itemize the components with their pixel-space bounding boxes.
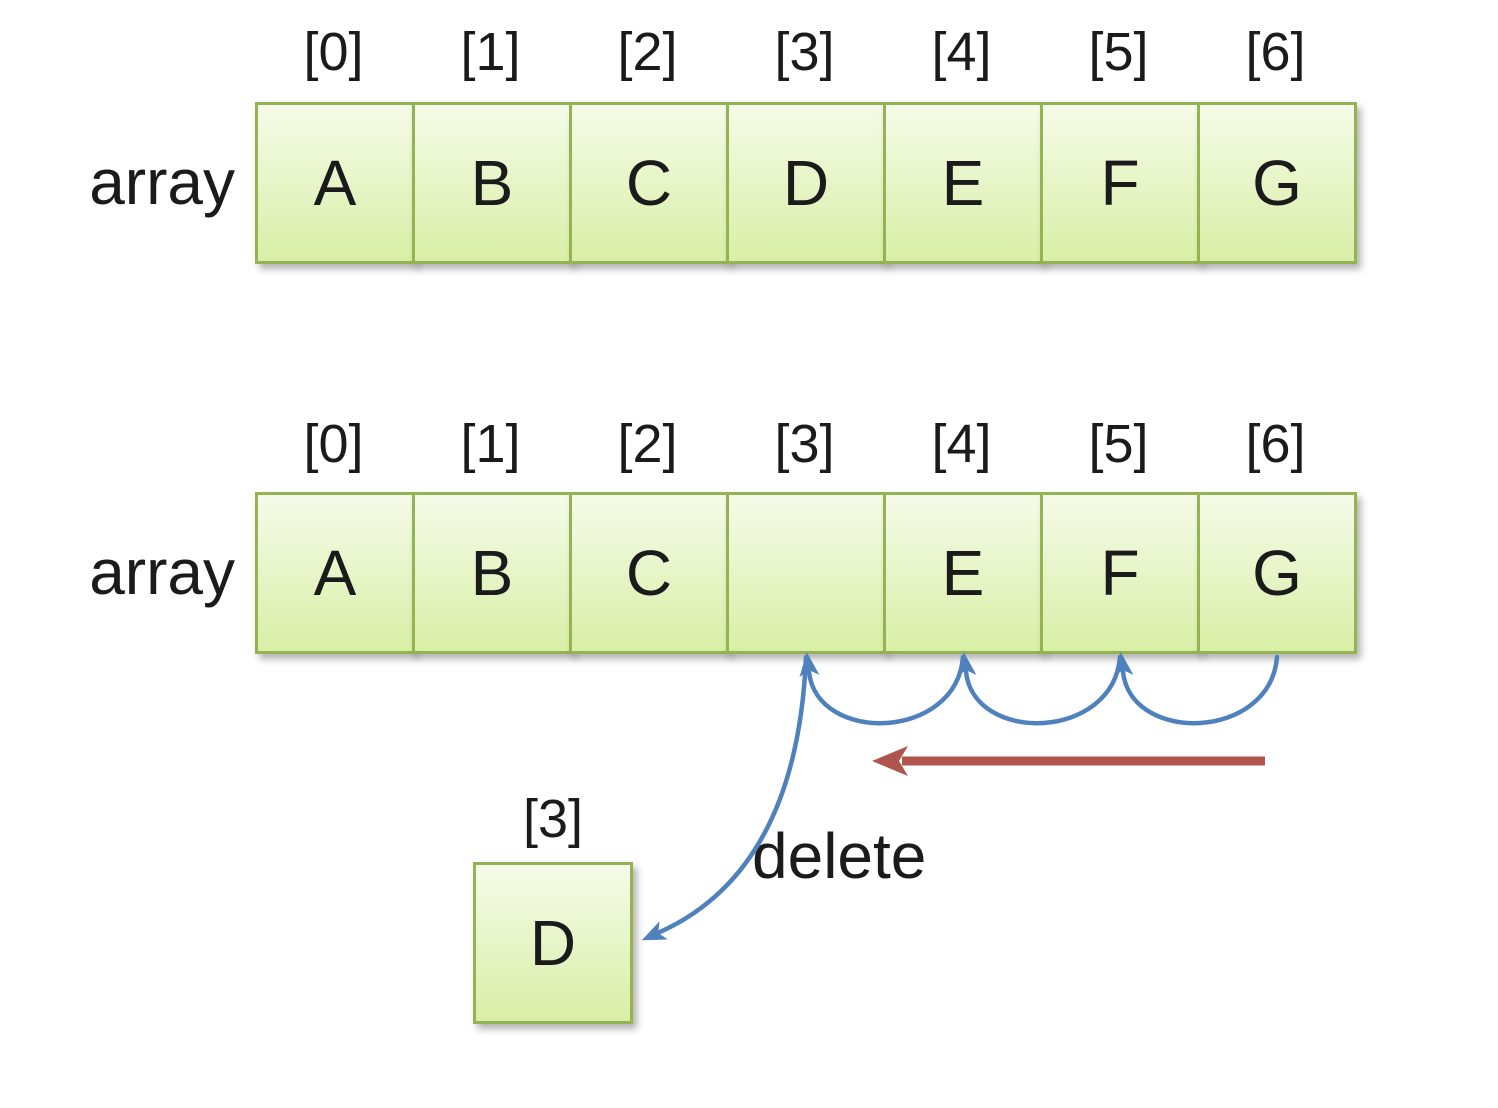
index-label: [1] — [460, 22, 521, 82]
bottom-array: A B C E F G — [255, 492, 1357, 654]
shift-arrow-g-to-5 — [1113, 652, 1280, 726]
array-cell: D — [726, 102, 886, 264]
index-label: [5] — [1088, 414, 1149, 474]
index-label: [4] — [931, 22, 992, 82]
array-cell-empty — [726, 492, 886, 654]
extracted-cell: D — [473, 862, 633, 1024]
index-label: [2] — [617, 22, 678, 82]
index-label: [0] — [303, 22, 364, 82]
array-cell: B — [412, 492, 572, 654]
top-array-index-row: [0] [1] [2] [3] [4] [5] [6] — [255, 25, 1354, 79]
index-label: [2] — [617, 414, 678, 474]
index-label: [3] — [774, 414, 835, 474]
array-cell: A — [255, 102, 415, 264]
top-array: A B C D E F G — [255, 102, 1357, 264]
extracted-cell-value: D — [473, 862, 633, 1024]
index-label: [6] — [1245, 22, 1306, 82]
array-cell: A — [255, 492, 415, 654]
index-label: [6] — [1245, 414, 1306, 474]
array-cell: B — [412, 102, 572, 264]
index-label: [0] — [303, 414, 364, 474]
extracted-cell-index-label: [3] — [522, 789, 584, 849]
shift-arrow-e-to-3 — [799, 652, 966, 726]
array-cell: F — [1040, 492, 1200, 654]
delete-label: delete — [752, 820, 927, 892]
index-label: [5] — [1088, 22, 1149, 82]
index-label: [3] — [774, 22, 835, 82]
array-cell: C — [569, 102, 729, 264]
array-cell: F — [1040, 102, 1200, 264]
bottom-array-label: array — [89, 536, 235, 608]
array-cell: E — [883, 102, 1043, 264]
array-cell: E — [883, 492, 1043, 654]
shift-arrow-f-to-4 — [956, 652, 1123, 726]
top-array-label: array — [89, 146, 235, 218]
array-cell: C — [569, 492, 729, 654]
bottom-array-index-row: [0] [1] [2] [3] [4] [5] [6] — [255, 417, 1354, 471]
array-cell: G — [1197, 102, 1357, 264]
array-cell: G — [1197, 492, 1357, 654]
index-label: [1] — [460, 414, 521, 474]
index-label: [4] — [931, 414, 992, 474]
